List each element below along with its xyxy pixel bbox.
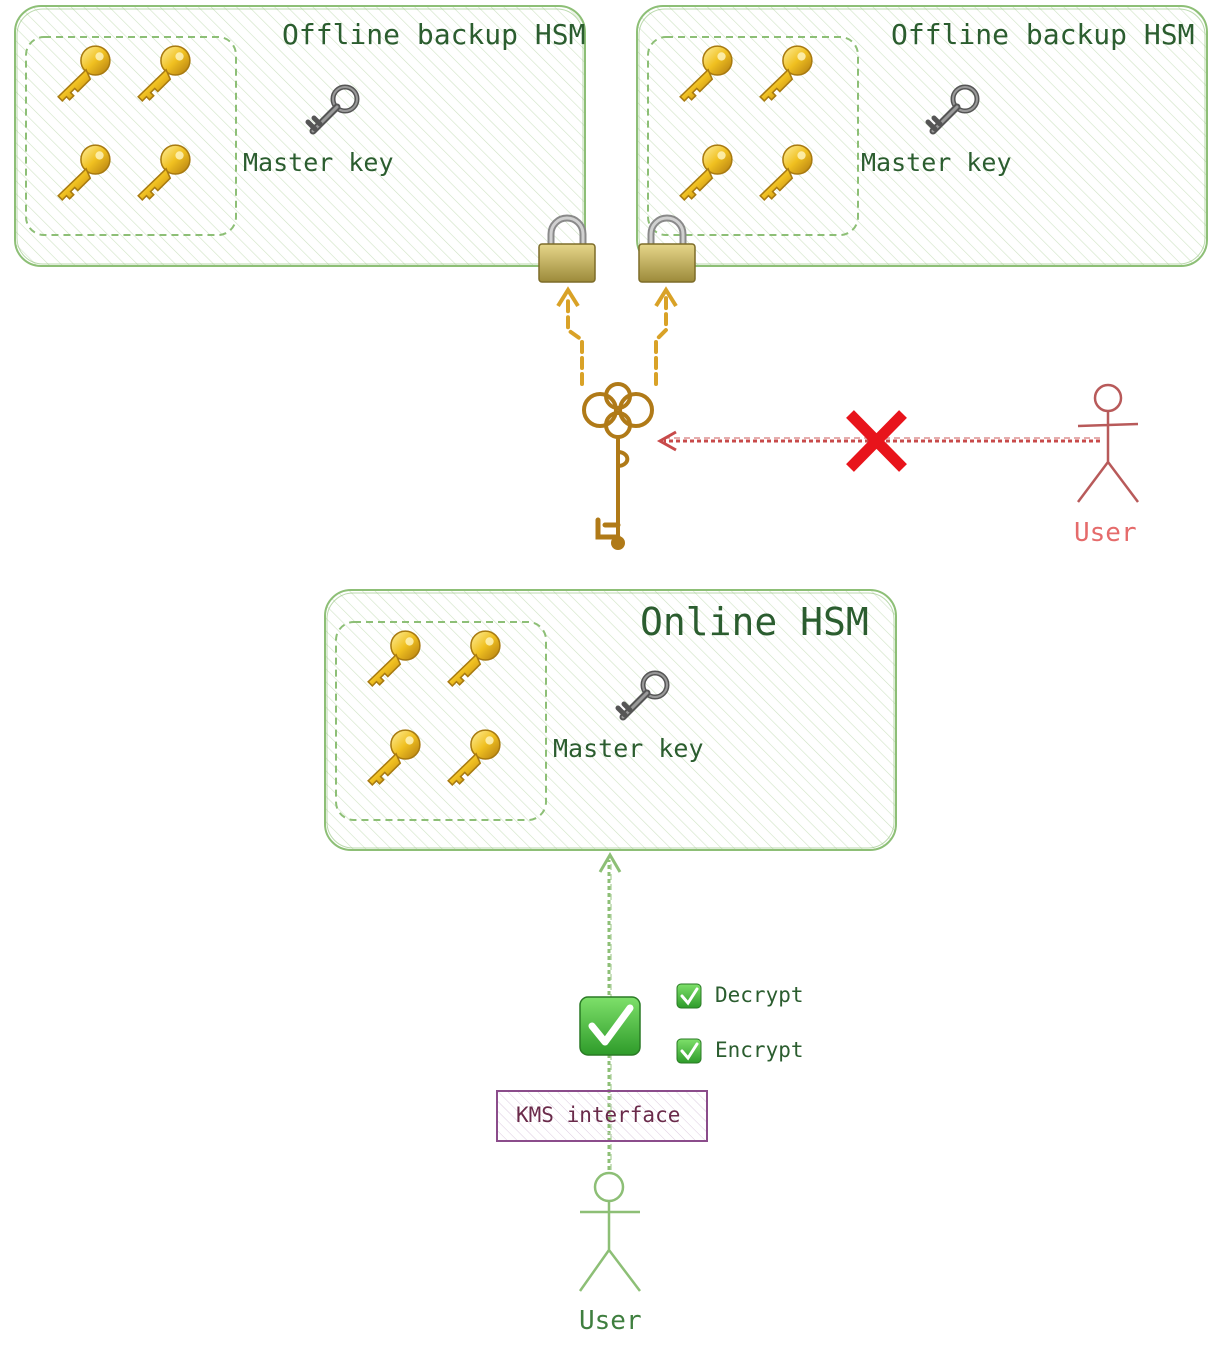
data-keys-group-right — [647, 36, 859, 236]
offline-hsm-left-title: Offline backup HSM — [282, 18, 586, 51]
online-hsm-master-key-label: Master key — [553, 734, 704, 763]
blocked-user-label: User — [1074, 518, 1137, 548]
ornate-key-icon — [582, 382, 654, 550]
allowed-user-figure — [578, 1171, 641, 1292]
blocked-user-figure — [1077, 383, 1139, 503]
data-keys-group-left — [25, 36, 237, 236]
online-hsm-container — [324, 589, 897, 851]
offline-hsm-right-container — [636, 5, 1208, 267]
cross-mark-icon — [846, 410, 907, 472]
operation-encrypt-label: Encrypt — [715, 1038, 804, 1062]
kms-interface-box — [496, 1090, 708, 1142]
arrowhead-icon — [654, 286, 678, 308]
offline-hsm-right-master-key-label: Master key — [861, 148, 1012, 177]
data-keys-group-online — [335, 621, 547, 821]
offline-hsm-right-title: Offline backup HSM — [891, 18, 1195, 51]
offline-hsm-left-container — [14, 5, 586, 267]
check-mark-icon — [676, 983, 702, 1009]
online-hsm-title: Online HSM — [640, 600, 869, 644]
offline-hsm-left-master-key-label: Master key — [243, 148, 394, 177]
allowed-user-label: User — [579, 1306, 642, 1336]
check-mark-icon — [676, 1038, 702, 1064]
arrowhead-icon — [556, 286, 580, 308]
kms-interface-label: KMS interface — [516, 1103, 681, 1127]
operation-decrypt-label: Decrypt — [715, 983, 804, 1007]
check-mark-icon — [579, 996, 641, 1056]
root-key-to-padlock-arrows — [566, 296, 668, 386]
